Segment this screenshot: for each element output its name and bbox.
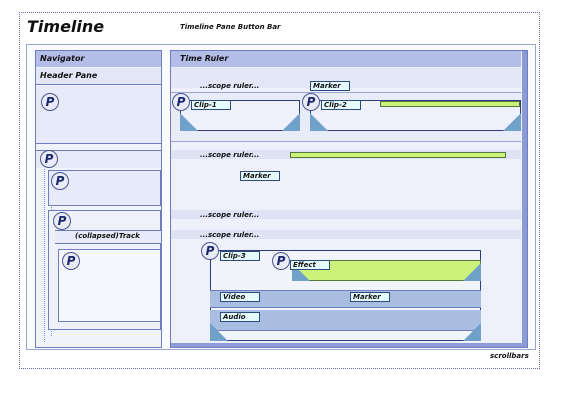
clip-2-label[interactable]: Clip-2 [321, 100, 361, 110]
clip-2-trim-left[interactable] [310, 113, 328, 131]
vertical-scrollbar[interactable] [522, 51, 527, 347]
video-label[interactable]: Video [220, 292, 260, 302]
clip-2-trim-right[interactable] [503, 113, 521, 131]
plugin-icon[interactable]: P [172, 93, 190, 111]
navigator-header [36, 51, 161, 67]
header-pane-label: Header Pane [40, 71, 98, 80]
timeline-title: Timeline [27, 17, 105, 36]
marker-tag[interactable]: Marker [310, 81, 350, 91]
audio-row[interactable] [210, 310, 481, 331]
clip-1-trim-right[interactable] [282, 113, 300, 131]
plugin-icon[interactable]: P [40, 150, 58, 168]
collapsed-track-label: (collapsed)Track [75, 232, 140, 240]
clip-1-label[interactable]: Clip-1 [191, 100, 231, 110]
plugin-icon[interactable]: P [272, 252, 290, 270]
scope-ruler-label: ...scope ruler... [200, 211, 260, 219]
plugin-icon[interactable]: P [53, 212, 71, 230]
scope-ruler-bar [171, 230, 521, 239]
clip-3-trim-right[interactable] [463, 323, 481, 341]
time-ruler-label: Time Ruler [180, 54, 229, 63]
scope-ruler-label: ...scope ruler... [200, 151, 260, 159]
plugin-icon[interactable]: P [51, 172, 69, 190]
collapsed-track-row [55, 230, 161, 244]
tree-connector [44, 166, 45, 342]
horizontal-scrollbar[interactable] [171, 343, 522, 347]
navigator-label: Navigator [40, 54, 85, 63]
effect-label[interactable]: Effect [290, 260, 330, 270]
plugin-icon[interactable]: P [41, 93, 59, 111]
header-pane-block-2 [36, 150, 161, 168]
scope-ruler-label: ...scope ruler... [200, 231, 260, 239]
clip-3-label[interactable]: Clip-3 [220, 251, 260, 261]
clip-2-effect-bar[interactable] [380, 101, 520, 107]
ruler-band [171, 68, 521, 88]
scope-effect-bar[interactable] [290, 152, 506, 158]
scope-ruler-label: ...scope ruler... [200, 82, 260, 90]
plugin-icon[interactable]: P [62, 252, 80, 270]
plugin-icon[interactable]: P [302, 93, 320, 111]
scrollbars-label: scrollbars [490, 352, 529, 360]
marker-tag[interactable]: Marker [240, 171, 280, 181]
marker-tag[interactable]: Marker [350, 292, 390, 302]
scope-ruler-bar [171, 210, 521, 219]
timeline-frame [19, 12, 540, 369]
plugin-icon[interactable]: P [201, 242, 219, 260]
time-ruler-header [171, 51, 521, 67]
audio-label[interactable]: Audio [220, 312, 260, 322]
clip-3-trim-left[interactable] [210, 323, 228, 341]
clip-1-trim-left[interactable] [180, 113, 198, 131]
header-pane-row [36, 68, 161, 85]
video-row[interactable] [210, 290, 481, 308]
button-bar-label[interactable]: Timeline Pane Button Bar [180, 23, 281, 31]
effect-trim-right[interactable] [463, 263, 481, 281]
